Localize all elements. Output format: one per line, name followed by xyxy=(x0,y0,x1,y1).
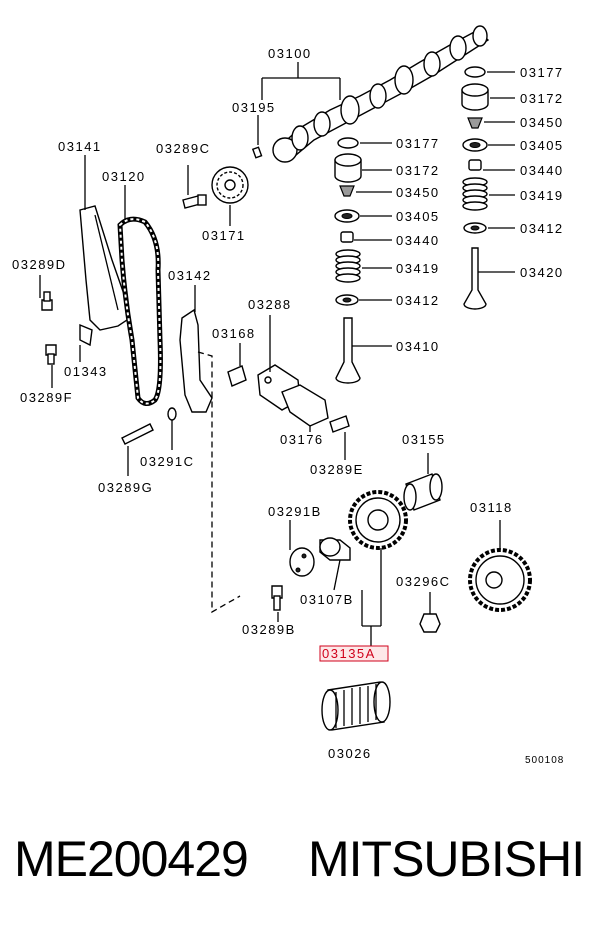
label-03405-right: 03405 xyxy=(520,138,564,153)
leaders-right xyxy=(478,71,515,273)
label-03289D: 03289D xyxy=(12,257,67,272)
label-03172-center: 03172 xyxy=(396,163,440,178)
valve-stack-right xyxy=(461,66,489,310)
label-03419-center: 03419 xyxy=(396,261,440,276)
camshaft xyxy=(272,25,490,163)
label-03100: 03100 xyxy=(268,46,312,61)
label-01343: 01343 xyxy=(64,364,108,379)
leaders-left xyxy=(39,155,346,476)
diagram-reference: 500108 xyxy=(525,755,564,766)
label-03289B: 03289B xyxy=(242,622,296,637)
footer: ME200429 MITSUBISHI xyxy=(0,830,600,910)
callout-labels: 03100 03195 03177 03172 03450 03405 0344… xyxy=(12,46,564,766)
label-03289C: 03289C xyxy=(156,141,211,156)
label-03419-right: 03419 xyxy=(520,188,564,203)
label-03291C: 03291C xyxy=(140,454,195,469)
label-03142: 03142 xyxy=(168,268,212,283)
gear-03118 xyxy=(468,548,532,612)
label-03026: 03026 xyxy=(328,746,372,761)
idler-gear xyxy=(348,490,408,550)
label-03440-center: 03440 xyxy=(396,233,440,248)
label-03291B: 03291B xyxy=(268,504,322,519)
label-03440-right: 03440 xyxy=(520,163,564,178)
label-03289G: 03289G xyxy=(98,480,153,495)
label-03155: 03155 xyxy=(402,432,446,447)
chain-tensioner xyxy=(257,364,329,427)
label-03168: 03168 xyxy=(212,326,256,341)
label-03288: 03288 xyxy=(248,297,292,312)
label-03412-right: 03412 xyxy=(520,221,564,236)
label-03450-center: 03450 xyxy=(396,185,440,200)
chain-guide-left xyxy=(79,205,131,331)
label-03296C: 03296C xyxy=(396,574,451,589)
bolts xyxy=(41,194,350,611)
parts-diagram: 03100 03195 03177 03172 03450 03405 0344… xyxy=(12,25,564,766)
nut-03296C xyxy=(419,613,441,633)
cam-sprocket xyxy=(211,166,249,204)
label-03405-center: 03405 xyxy=(396,209,440,224)
gear-03026 xyxy=(321,681,391,731)
leaders-lower xyxy=(277,453,501,646)
label-03172-right: 03172 xyxy=(520,91,564,106)
label-03412-center: 03412 xyxy=(396,293,440,308)
part-number: ME200429 xyxy=(14,831,249,887)
label-03450-right: 03450 xyxy=(520,115,564,130)
label-03195: 03195 xyxy=(232,100,276,115)
shaft-03155 xyxy=(403,473,443,511)
highlight-box xyxy=(319,645,389,662)
label-03118: 03118 xyxy=(470,500,513,515)
brand-name: MITSUBISHI xyxy=(308,831,585,887)
chain-tensioner-arm xyxy=(179,308,213,413)
valve-stack-center xyxy=(334,137,362,384)
timing-chain xyxy=(117,216,163,406)
label-03410: 03410 xyxy=(396,339,440,354)
key-pin xyxy=(251,146,263,159)
label-03135A: 03135A xyxy=(322,646,376,661)
label-03176: 03176 xyxy=(280,432,324,447)
label-03177-right: 03177 xyxy=(520,65,564,80)
bushing xyxy=(319,537,351,561)
label-03177-center: 03177 xyxy=(396,136,440,151)
label-03107B: 03107B xyxy=(300,592,354,607)
label-03171: 03171 xyxy=(202,228,246,243)
label-03120: 03120 xyxy=(102,169,146,184)
label-03289E: 03289E xyxy=(310,462,364,477)
label-03420: 03420 xyxy=(520,265,564,280)
gear-cover-plate xyxy=(289,547,315,577)
leaders-center xyxy=(352,142,392,347)
label-03141: 03141 xyxy=(58,139,102,154)
label-03289F: 03289F xyxy=(20,390,73,405)
